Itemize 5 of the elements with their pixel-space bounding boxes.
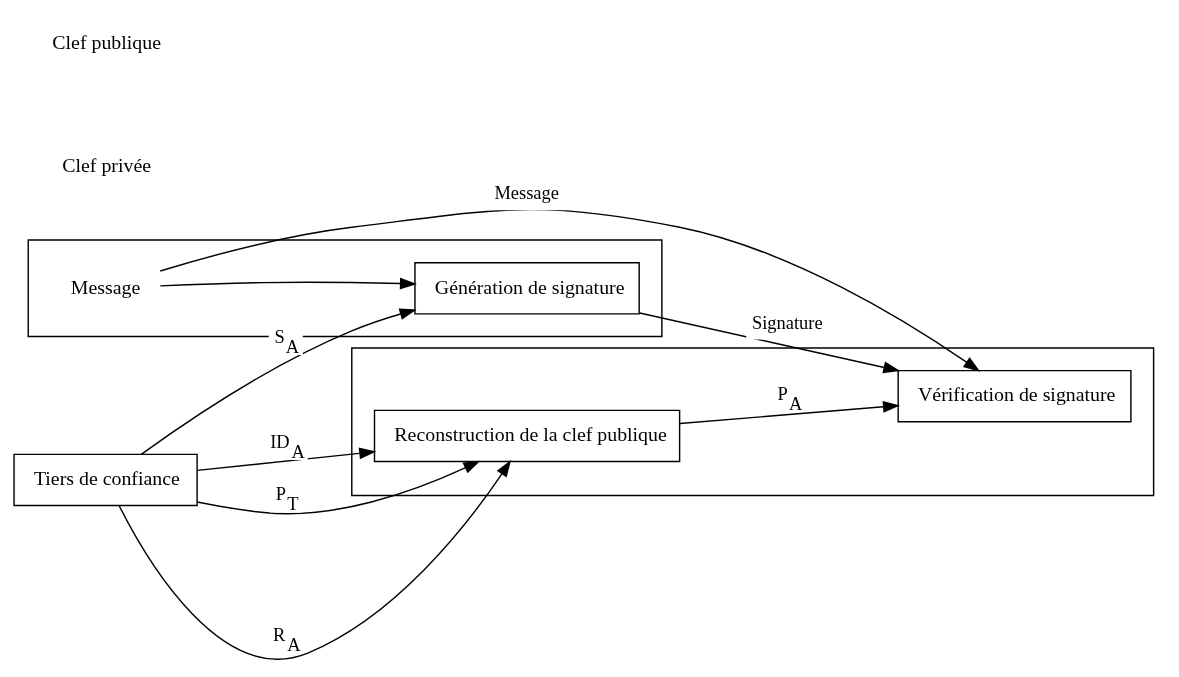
- node-text: Message: [70, 275, 141, 298]
- label: Clef privée: [62, 153, 152, 176]
- edge-label: Message: [494, 182, 559, 203]
- label: Clef publique: [52, 30, 162, 53]
- edge-label: Signature: [751, 312, 823, 333]
